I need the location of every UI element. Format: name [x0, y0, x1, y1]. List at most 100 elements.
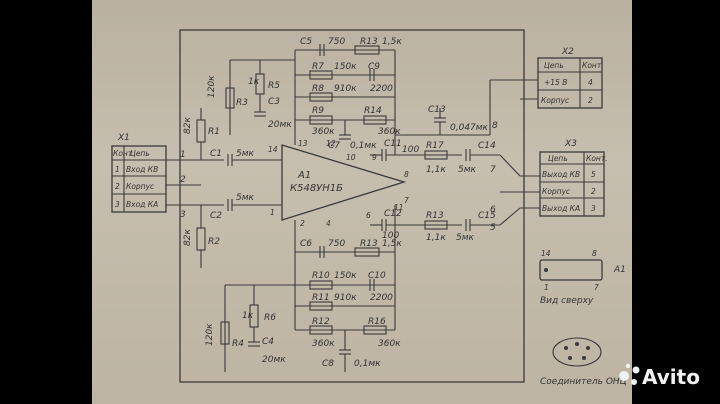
x2-row1-pin: 4: [588, 78, 593, 87]
label-c5: С5: [300, 37, 312, 47]
chip-pin-4: 4: [326, 219, 331, 228]
x1-row1-net: Вход КВ: [126, 165, 158, 174]
label-c14: С14: [478, 141, 496, 151]
x1-row2-net: Корпус: [126, 182, 155, 191]
x2-row1-net: +15 В: [544, 78, 567, 87]
label-c6: С6: [300, 239, 312, 249]
chip-pin-8: 8: [404, 170, 409, 179]
label-pin10: 10: [346, 153, 356, 162]
label-r5-value: 1к: [248, 77, 260, 87]
x3-head-a: Цепь: [548, 154, 568, 163]
label-c3-value: 20мк: [268, 120, 292, 130]
label-r9-value: 360к: [312, 127, 335, 137]
footer-caption: Соединитель ОНЦ: [540, 377, 627, 387]
label-c13: С13: [428, 105, 446, 115]
label-c1: С1: [210, 149, 222, 159]
chip-pin-2: 2: [300, 219, 305, 228]
label-r10-value: 150к: [334, 271, 357, 281]
chip-pin-1: 1: [270, 208, 275, 217]
inset-caption: Вид сверху: [540, 296, 594, 306]
label-r4-value: 120к: [205, 323, 215, 346]
label-r17-value: 1,1к: [426, 165, 446, 175]
x1-pin1: 1: [180, 150, 186, 160]
chip-pin-14: 14: [268, 145, 278, 154]
label-r6-value: 1к: [242, 311, 254, 321]
watermark-text: Avito: [642, 365, 700, 389]
inset-ref: A1: [613, 265, 626, 275]
label-c2: С2: [210, 211, 222, 221]
label-r13a: R13: [360, 37, 378, 47]
x3-row1-net: Выход КВ: [542, 170, 580, 179]
label-c2-value: 5мк: [236, 193, 255, 203]
chip-ref: A1: [297, 170, 311, 181]
x1-row3-pin: 3: [115, 200, 120, 209]
inset-pin7: 7: [594, 283, 599, 292]
label-r13c: R13: [360, 239, 378, 249]
label-c15: С15: [478, 211, 496, 221]
label-r10: R10: [312, 271, 330, 281]
label-pin11: 11: [394, 203, 404, 212]
x3-row2-net: Корпус: [542, 187, 571, 196]
label-r7-value: 150к: [334, 62, 357, 72]
label-pin6: 6: [366, 211, 371, 220]
label-r12: R12: [312, 317, 330, 327]
x1-head-a: Конт: [113, 149, 133, 158]
board-frame: [179, 29, 525, 383]
x1-row3-net: Вход КА: [126, 200, 158, 209]
x3-pin7: 7: [490, 165, 496, 175]
x3-pin5: 5: [490, 223, 496, 233]
label-r14-value: 360к: [378, 127, 401, 137]
chip-pin-12: 12: [326, 139, 336, 148]
x1-row2-pin: 2: [115, 182, 120, 191]
label-r8: R8: [312, 84, 324, 94]
label-r4: R4: [232, 339, 244, 349]
x1-row1-pin: 1: [115, 165, 120, 174]
label-c8: С8: [322, 359, 334, 369]
label-r5: R5: [268, 81, 280, 91]
chip-pin-13: 13: [298, 139, 308, 148]
label-c3: С3: [268, 97, 280, 107]
label-c4-value: 20мк: [262, 355, 286, 365]
x1-pin3: 3: [180, 210, 186, 220]
label-r8-value: 910к: [334, 84, 357, 94]
label-r13c-value: 1,5к: [382, 239, 402, 249]
x3-pin8: 8: [492, 121, 498, 131]
inset-pin14: 14: [541, 249, 551, 258]
label-r13b-value: 1,1к: [426, 233, 446, 243]
label-r7: R7: [312, 62, 324, 72]
label-r3-value: 120к: [207, 75, 217, 98]
label-c4: С4: [262, 337, 274, 347]
schematic-photo: [92, 0, 632, 404]
x1-ref: X1: [117, 133, 130, 143]
label-c7: С7: [328, 141, 340, 151]
label-r13a-value: 1,5к: [382, 37, 402, 47]
label-r17: R17: [426, 141, 444, 151]
avito-logo-icon: [619, 371, 629, 381]
x3-row2-pin: 2: [591, 187, 596, 196]
label-c10: С10: [368, 271, 386, 281]
label-c12-value: 100: [382, 231, 399, 241]
label-r16: R16: [368, 317, 386, 327]
x2-head-b: Конт.: [582, 61, 604, 70]
label-r6: R6: [264, 313, 276, 323]
label-r1: R1: [208, 127, 220, 137]
label-r2-value: 82к: [183, 229, 193, 246]
label-r14: R14: [364, 106, 382, 116]
label-r12-value: 360к: [312, 339, 335, 349]
label-c9: С9: [368, 62, 380, 72]
x3-row1-pin: 5: [591, 170, 596, 179]
label-r1-value: 82к: [183, 117, 193, 134]
label-c1-value: 5мк: [236, 149, 255, 159]
x3-table: [539, 151, 605, 217]
label-c6-value: 750: [328, 239, 345, 249]
x1-pin2: 2: [180, 175, 186, 185]
x2-head-a: Цепь: [544, 61, 564, 70]
x1-head-b: Цепь: [130, 149, 150, 158]
label-r13b: R13: [426, 211, 444, 221]
x2-table: [537, 57, 603, 109]
chip-pin-7: 7: [404, 196, 409, 205]
label-r9: R9: [312, 106, 324, 116]
x3-pin6: 6: [490, 205, 496, 215]
ic-package-icon: [539, 259, 603, 281]
